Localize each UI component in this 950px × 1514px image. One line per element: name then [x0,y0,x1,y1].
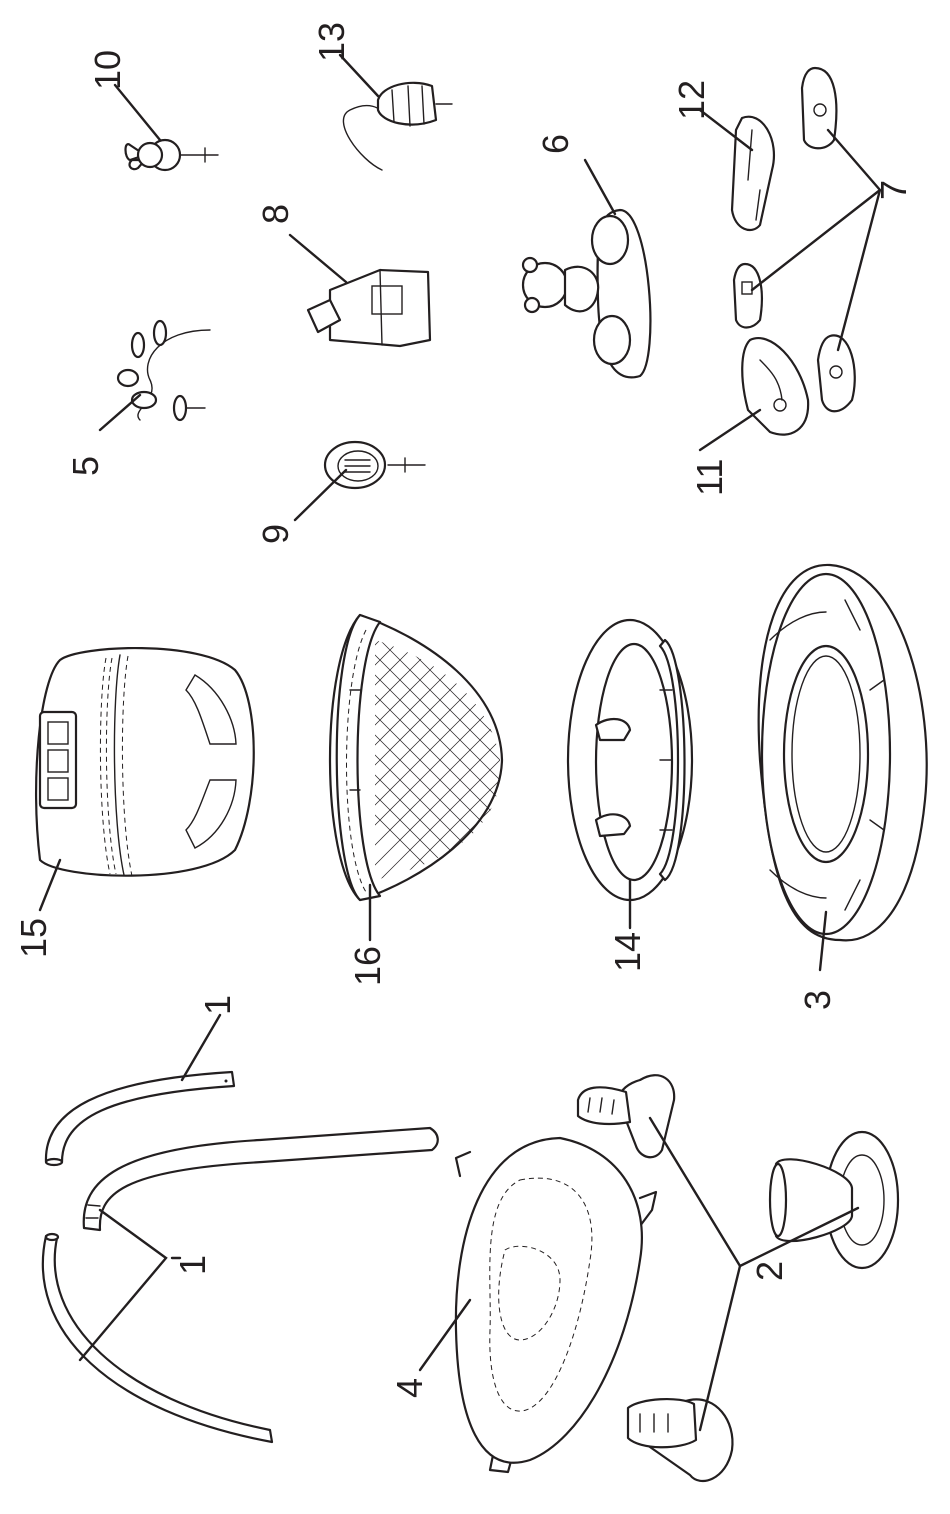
seat-ring-icon [568,620,692,900]
seat-cover-icon [36,648,254,876]
callout-9: 9 [255,524,296,544]
callout-16: 16 [347,946,388,986]
bear-toy-tray-icon [523,210,650,377]
callout-13: 13 [311,22,352,62]
callout-2: 2 [749,1261,790,1281]
clip-icon [742,338,808,435]
callout-6: 6 [535,134,576,154]
callout-10: 10 [87,50,128,90]
callout-11: 11 [689,459,730,496]
base-ring-icon [759,565,927,940]
callout-7: 7 [873,180,914,200]
callout-14: 14 [607,932,648,972]
rattle-toy-icon [325,442,425,488]
callout-1a: 1 [197,995,238,1015]
light-box-icon [308,270,430,346]
callout-15: 15 [13,918,54,958]
callout-3: 3 [797,990,838,1010]
toy-spiral-icon [118,321,210,420]
seat-pad-icon [456,1138,656,1472]
clip-bracket-icon [732,117,774,230]
frame-tube-icon [43,1072,438,1442]
callout-1b: 1 [172,1255,213,1275]
callout-12: 12 [671,80,712,120]
callout-5: 5 [65,456,106,476]
stacker-toy-icon [343,83,452,170]
bunny-toy-icon [126,140,219,170]
mesh-seat-icon [300,560,560,900]
callout-8: 8 [255,204,296,224]
callout-4: 4 [389,1378,430,1398]
